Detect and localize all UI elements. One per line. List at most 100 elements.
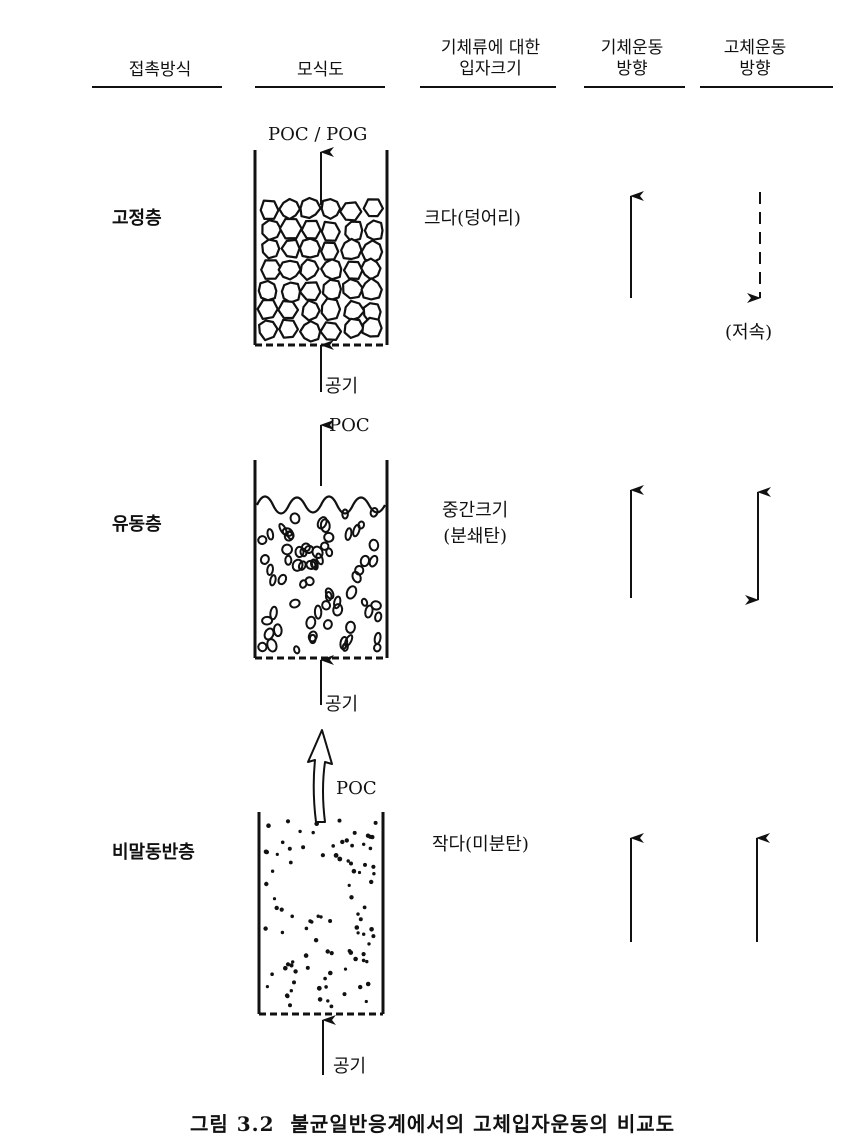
- fine-particle: [352, 830, 357, 835]
- fine-particle: [326, 999, 330, 1003]
- header-contact-method: 접촉방식: [128, 60, 192, 80]
- lump-particle: [299, 258, 320, 281]
- fine-particle: [319, 915, 323, 919]
- fine-particle: [304, 926, 309, 931]
- fine-particle: [311, 830, 315, 835]
- row-label-fixed-bed: 고정층: [112, 208, 162, 229]
- lump-particle: [277, 259, 302, 281]
- fluid-particle: [266, 528, 275, 541]
- fine-particle: [348, 950, 354, 955]
- fluid-particle: [293, 645, 301, 655]
- lump-particle: [320, 258, 343, 281]
- lump-particle: [261, 219, 283, 242]
- fluid-particle: [316, 516, 328, 530]
- header-solid-motion-line1: 고체운동: [723, 38, 787, 58]
- fine-particle: [301, 845, 306, 850]
- fluid-particle: [323, 531, 335, 543]
- lump-particle: [256, 298, 279, 320]
- fluid-particle: [345, 585, 358, 600]
- fine-particle: [289, 989, 293, 993]
- fine-particle: [323, 976, 327, 981]
- fluid-particle: [294, 545, 305, 559]
- fine-particle: [358, 984, 363, 990]
- particle-size-fluidized-line2: (분쇄탄): [443, 526, 507, 547]
- fluid-particle: [272, 623, 283, 638]
- lump-particle: [280, 281, 302, 304]
- lump-particle: [343, 317, 365, 339]
- fine-particle: [340, 839, 345, 845]
- product-label-fixed-bed: POC / POG: [268, 124, 368, 145]
- fine-particle: [347, 883, 351, 888]
- air-label-fluidized-bed: 공기: [325, 694, 359, 715]
- fluid-particle: [359, 554, 371, 568]
- fine-particle: [337, 818, 342, 823]
- particle-size-fluidized-line1: 중간크기: [442, 500, 509, 521]
- lump-particle: [278, 197, 301, 221]
- fluid-particle: [344, 527, 353, 541]
- fine-particle: [343, 967, 348, 971]
- fluid-particle: [324, 591, 333, 602]
- fine-particle: [350, 843, 354, 848]
- fluid-particle: [300, 542, 311, 553]
- lump-particle: [342, 260, 364, 280]
- fine-particle: [362, 842, 366, 846]
- fine-particle: [325, 949, 330, 954]
- particle-size-fluidized-bed: 중간크기 (분쇄탄): [442, 496, 508, 548]
- lump-particle: [299, 320, 322, 343]
- fluid-particle: [278, 522, 288, 536]
- fine-particle: [342, 992, 347, 997]
- fluid-particle: [373, 631, 382, 645]
- fine-particle: [356, 912, 360, 916]
- fluid-particle: [263, 627, 275, 641]
- fine-particle: [285, 962, 291, 967]
- figure-title: 불균일반응계에서의 고체입자운동의 비교도: [290, 1112, 676, 1136]
- lump-particle: [261, 238, 281, 260]
- fluid-particle: [315, 552, 324, 566]
- fluid-particle: [374, 611, 383, 623]
- fine-particle: [288, 860, 293, 865]
- fine-particle: [356, 931, 360, 935]
- fine-particle: [365, 981, 371, 987]
- fluid-particle: [370, 600, 382, 611]
- fluid-particle: [364, 604, 374, 619]
- fixed-bed-lumps: [256, 196, 384, 343]
- lump-particle: [299, 196, 322, 220]
- fine-particle: [358, 917, 363, 922]
- fine-particle: [368, 846, 373, 851]
- air-label-fixed-bed: 공기: [325, 376, 359, 397]
- fluid-particle: [307, 630, 318, 643]
- lump-particle: [298, 237, 322, 259]
- fine-particle: [365, 959, 369, 964]
- lump-particle: [278, 217, 303, 240]
- fluidized-bed-surface: [256, 495, 386, 515]
- fluid-particle: [281, 543, 293, 556]
- fine-particle: [283, 965, 288, 971]
- fluid-particle: [332, 603, 344, 617]
- fluid-particle: [261, 615, 274, 626]
- lump-particle: [362, 198, 384, 218]
- fluid-particle: [333, 595, 342, 610]
- fine-particle: [280, 840, 285, 845]
- lump-particle: [319, 321, 343, 341]
- row-label-entrained-bed: 비말동반층: [112, 842, 195, 863]
- fine-particle: [370, 834, 375, 840]
- fine-particle: [292, 980, 296, 985]
- fine-particle: [354, 925, 360, 930]
- fine-particle: [362, 932, 366, 936]
- fine-particle: [329, 951, 334, 956]
- fluid-particle: [284, 554, 293, 566]
- fine-particle: [361, 952, 366, 957]
- fine-particle: [357, 870, 362, 875]
- fine-particle: [288, 1003, 292, 1008]
- lump-particle: [277, 299, 300, 320]
- fine-particle: [337, 856, 343, 862]
- header-gas-motion-line1: 기체운동: [600, 38, 664, 58]
- fluid-particle: [281, 527, 294, 537]
- fine-particle: [367, 942, 371, 946]
- fine-particle: [369, 879, 374, 885]
- fine-particle: [285, 994, 290, 999]
- fine-particle: [291, 960, 295, 964]
- fine-particle: [289, 963, 294, 968]
- fluid-particle: [322, 619, 333, 630]
